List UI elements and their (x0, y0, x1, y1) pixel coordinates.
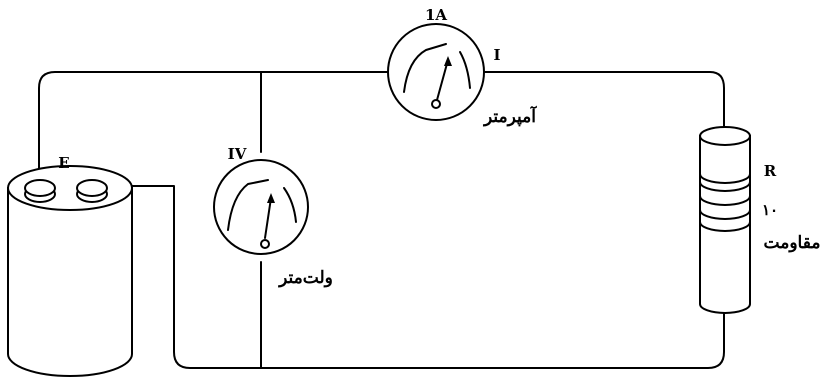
ammeter-needle-arrow (444, 56, 452, 66)
resistor-band-2 (699, 181, 751, 192)
voltmeter-needle (264, 197, 272, 239)
ammeter-pivot (431, 99, 441, 109)
resistor-band-4 (699, 209, 751, 220)
ammeter-needle (436, 59, 449, 101)
resistor-body (699, 135, 751, 314)
wire-top (38, 71, 389, 179)
ammeter: 1A I آمپرمتر (387, 6, 537, 127)
voltmeter-dial (213, 159, 309, 255)
resistor-value-label: ۱۰ (762, 201, 778, 219)
resistor-name: مقاومت (764, 233, 821, 253)
voltmeter-needle-arrow (267, 193, 275, 203)
resistor-band-1 (699, 173, 751, 184)
ammeter-current-label: I (493, 46, 500, 64)
battery: E (7, 154, 133, 377)
voltmeter: IV ولت‌متر (213, 145, 333, 288)
battery-body (7, 187, 133, 377)
battery-terminal-left-top (24, 179, 56, 197)
wire-bottom (119, 185, 725, 369)
voltmeter-name: ولت‌متر (277, 268, 333, 288)
voltmeter-pivot (260, 239, 270, 249)
wire-ammeter-to-resistor (483, 71, 725, 129)
battery-terminal-right-top (76, 179, 108, 197)
ammeter-name: آمپرمتر (482, 105, 537, 127)
ammeter-scale-right (459, 51, 471, 89)
battery-label: E (58, 154, 69, 172)
ammeter-range-label: 1A (425, 6, 447, 24)
resistor-label: R (764, 162, 777, 180)
wires (38, 71, 725, 369)
resistor-top (699, 126, 751, 146)
voltmeter-range-label: IV (228, 145, 247, 163)
ammeter-dial (387, 23, 485, 121)
resistor-band-5 (699, 221, 751, 232)
voltmeter-scale (227, 179, 269, 231)
resistor: R ۱۰ مقاومت (699, 126, 821, 314)
resistor-band-3 (699, 195, 751, 206)
ammeter-scale (403, 43, 447, 93)
voltmeter-scale-right (283, 187, 297, 223)
